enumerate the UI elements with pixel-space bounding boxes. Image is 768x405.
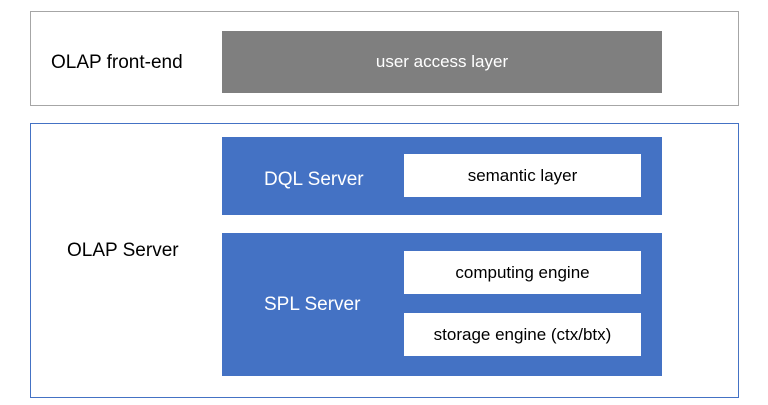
olap-server-label: OLAP Server <box>67 240 179 261</box>
user-access-layer: user access layer <box>222 31 662 93</box>
dql-server-label: DQL Server <box>264 169 364 190</box>
dql-server-box: DQL Server semantic layer <box>222 137 662 215</box>
olap-frontend-label: OLAP front-end <box>51 52 183 73</box>
spl-server-box: SPL Server computing engine storage engi… <box>222 233 662 376</box>
spl-server-label: SPL Server <box>264 294 361 315</box>
semantic-layer-module: semantic layer <box>404 154 641 197</box>
storage-engine-module: storage engine (ctx/btx) <box>404 313 641 356</box>
computing-engine-module: computing engine <box>404 251 641 294</box>
